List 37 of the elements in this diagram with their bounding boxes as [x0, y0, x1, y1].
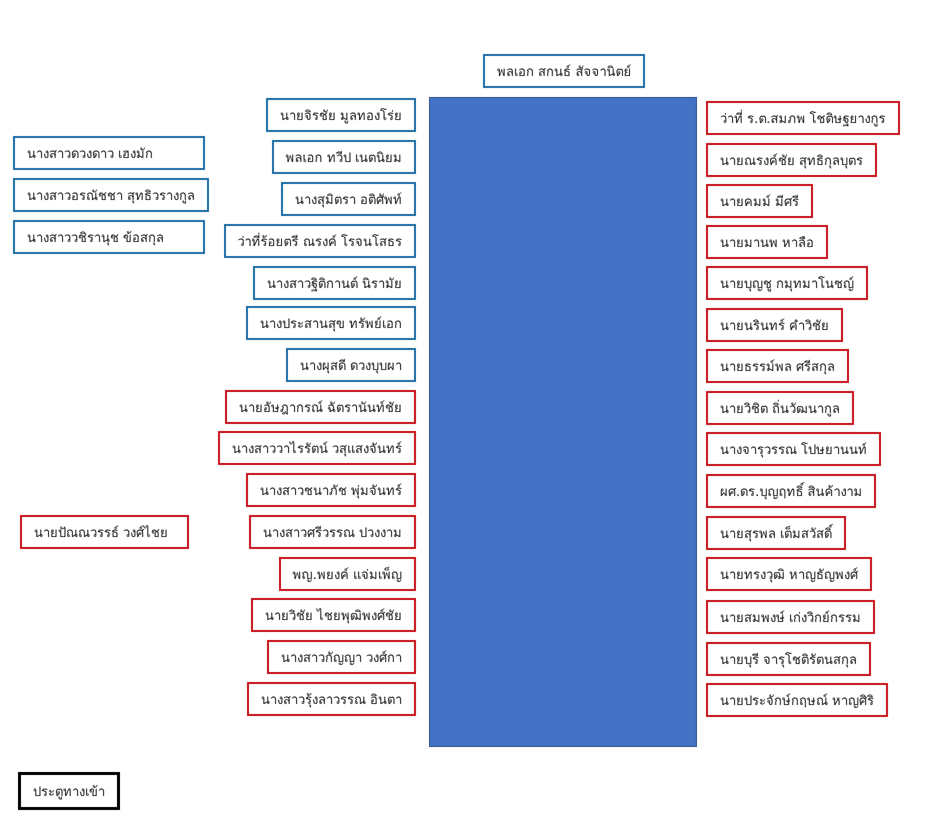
name-tag: นางสาววาไรรัตน์ วสุแสงจันทร์: [218, 431, 416, 465]
name-tag: นายประจักษ์กฤษณ์ หาญศิริ: [706, 683, 888, 717]
name-tag: พลเอก สกนธ์ สัจจานิตย์: [483, 54, 646, 88]
name-tag: ว่าที่ร้อยตรี ณรงค์ โรจนโสธร: [224, 224, 416, 258]
name-tag: นายมานพ หาลือ: [706, 225, 828, 259]
name-tag: นายอัษฎากรณ์ ฉัตรานันท์ชัย: [224, 390, 416, 424]
name-tag: นายสุรพล เต็มสวัสดิ์: [706, 516, 846, 550]
name-tag: พลเอก ทวีป เนตนิยม: [272, 140, 416, 174]
name-tag: นายทรงวุฒิ หาญธัญพงศ์: [706, 557, 872, 591]
name-tag: นายณรงค์ชัย สุทธิกุลบุตร: [706, 143, 878, 177]
name-tag: นายวิชิต ถิ่นวัฒนากูล: [706, 391, 854, 425]
name-tag: นางสาวดวงดาว เฮงมัก: [13, 136, 205, 170]
name-tag: ว่าที่ ร.ต.สมภพ โชติษฐยางกูร: [706, 101, 900, 135]
name-tag: พญ.พยงค์ แจ่มเพ็ญ: [278, 557, 416, 591]
name-tag: นายนรินทร์ คำวิชัย: [706, 308, 844, 342]
name-tag: นายจิรชัย มูลทองโร่ย: [266, 98, 416, 132]
name-tag: นายบุญชู กมุทมาโนชญ์: [706, 266, 868, 300]
name-tag: นายธรรม์พล ศรีสกุล: [706, 349, 850, 383]
name-tag: นางสาวฐิติกานต์ นิรามัย: [252, 266, 416, 300]
name-tag: นางสุมิตรา อติศัพท์: [280, 182, 416, 216]
name-tag: นายคมม์ มีศรี: [706, 184, 814, 218]
name-tag: นางสาวกัญญา วงศ์กา: [266, 640, 416, 674]
name-tag: นางสาวชนาภัช พุ่มจันทร์: [246, 473, 416, 507]
name-tag: นายบุรี จารุโชติรัตนสกุล: [706, 642, 872, 676]
name-tag: นางสาวศรีวรรณ ปวงงาม: [248, 515, 416, 549]
name-tag: นางประสานสุข ทรัพย์เอก: [246, 306, 416, 340]
name-tag: นางผุสดี ดวงบุบผา: [286, 348, 416, 382]
name-tag: นางสาวอรณัชชา สุทธิวรางกูล: [13, 178, 210, 212]
name-tag: นายปัณณวรรธ์ วงศ์ไชย: [20, 515, 189, 549]
name-tag: นางสาวรุ้งลาวรรณ อินตา: [246, 682, 416, 716]
name-tag: นางสาววชิรานุช ข้อสกุล: [13, 220, 205, 254]
name-tag: นางจารุวรรณ โปษยานนท์: [706, 432, 882, 466]
name-tag: นายวิชัย ไชยพุฒิพงศ์ชัย: [250, 598, 416, 632]
name-tag: นายสมพงษ์ เก่งวิกย์กรรม: [706, 600, 876, 634]
entrance-sign: ประตูทางเข้า: [18, 772, 120, 810]
meeting-table: [429, 97, 697, 747]
name-tag: ผศ.ดร.บุญฤทธิ์ สินค้างาม: [706, 474, 876, 508]
